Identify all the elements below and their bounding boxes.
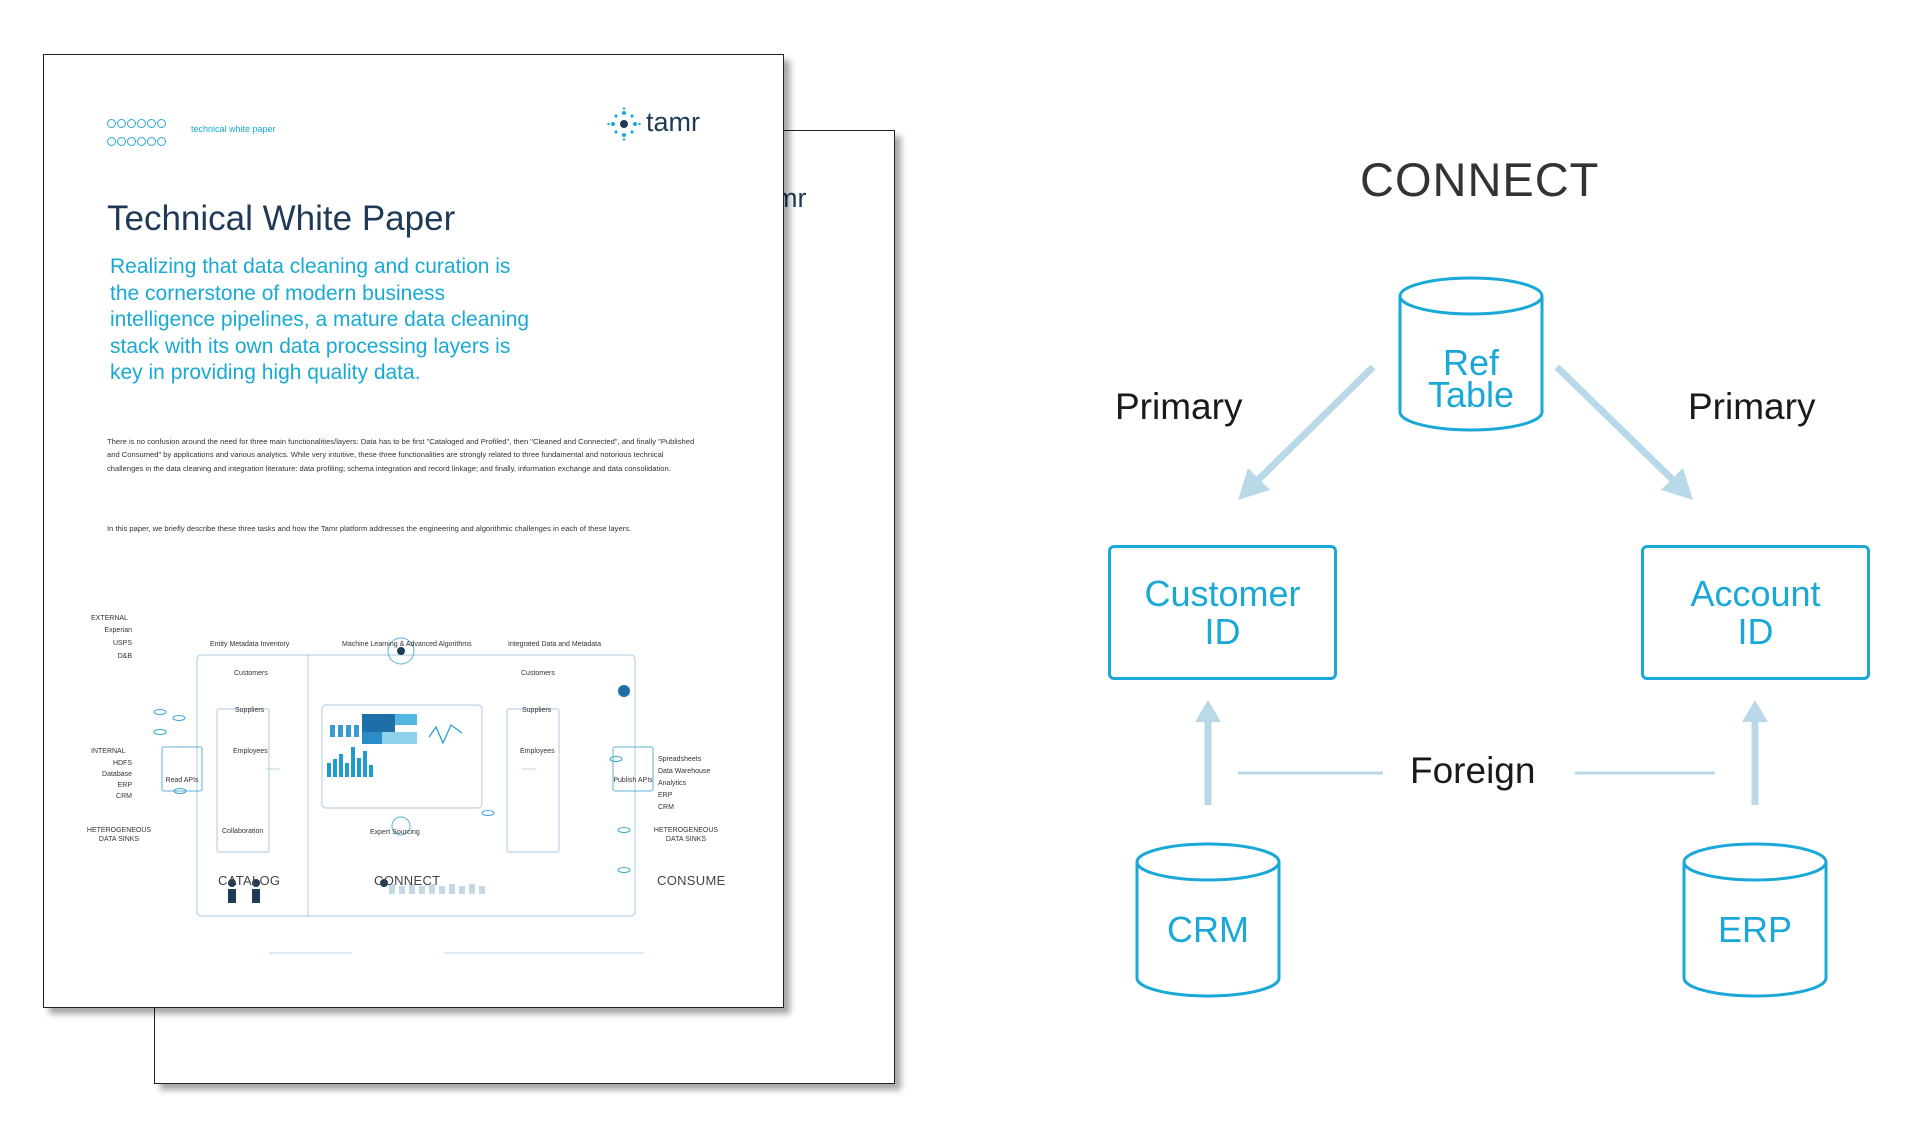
ref-table-line-2: Table: [1427, 374, 1515, 415]
external-source-item: D&B: [117, 653, 132, 660]
body-paragraph-2: In this paper, we briefly describe these…: [107, 524, 632, 533]
internal-source-item: ERP: [117, 782, 132, 789]
internal-source-item: CRM: [116, 793, 132, 800]
sink-item: ERP: [658, 792, 673, 799]
account-id-box: Account ID: [1641, 545, 1870, 680]
arrow-ref-to-account: [1554, 364, 1679, 486]
front-page: technical white paper tamr Technical Whi…: [43, 54, 784, 1008]
account-id-line-2: ID: [1737, 610, 1774, 652]
crm-label: CRM: [1167, 909, 1249, 950]
ref-table-label: Ref Table: [1400, 342, 1542, 415]
collaboration-label: Collaboration: [222, 828, 264, 835]
logo-rings: [107, 115, 191, 151]
ml-title: Machine Learning & Advanced Algorithms: [342, 641, 472, 648]
ref-table-line-1: Ref: [1442, 342, 1500, 383]
sink-item: Spreadsheets: [658, 756, 702, 763]
customer-id-line-2: ID: [1204, 610, 1241, 652]
erp-label: ERP: [1717, 909, 1793, 950]
entity-item: Employees: [233, 748, 268, 755]
external-source-item: USPS: [112, 640, 132, 647]
integrated-entity-item: Employees: [520, 748, 555, 755]
lead-paragraph: Realizing that data cleaning and curatio…: [110, 255, 530, 384]
external-source-item: Experian: [104, 627, 132, 634]
sink-item: Data Warehouse: [658, 768, 711, 775]
header-tag: technical white paper: [191, 124, 276, 134]
entity-item: Customers: [234, 670, 268, 677]
diagram-internal-heading: INTERNAL: [91, 748, 126, 755]
foreign-label: Foreign: [1410, 750, 1536, 791]
internal-source-item: HDFS: [112, 760, 132, 767]
diagram-hetero-right: HETEROGENEOUS DATA SINKS: [653, 827, 719, 843]
diagram-hetero-left: HETEROGENEOUS DATA SINKS: [86, 827, 152, 843]
integrated-title: Integrated Data and Metadata: [508, 641, 602, 648]
account-id-line-1: Account: [1690, 572, 1821, 614]
customer-id-box: Customer ID: [1108, 545, 1337, 680]
entity-item: Suppliers: [235, 707, 265, 714]
publish-apis-label: Publish APIs: [613, 777, 653, 784]
customer-id-line-1: Customer: [1144, 572, 1301, 614]
page-title: Technical White Paper: [107, 199, 456, 238]
integrated-entity-item: Customers: [521, 670, 555, 677]
primary-right-label: Primary: [1688, 386, 1816, 427]
flow-connect: CONNECT: [374, 873, 441, 888]
entity-inventory-title: Entity Metadata Inventory: [210, 641, 290, 648]
architecture-diagram: [153, 637, 654, 954]
erp-cylinder: [1682, 842, 1828, 998]
internal-source-item: Database: [102, 771, 132, 778]
sink-item: CRM: [658, 804, 674, 811]
expert-sourcing-label: Expert Sourcing: [370, 829, 420, 836]
diagram-external-heading: EXTERNAL: [91, 615, 128, 622]
flow-catalog: CATALOG: [218, 873, 281, 888]
sink-item: Analytics: [658, 780, 687, 787]
integrated-entity-item: Suppliers: [522, 707, 552, 714]
arrow-ref-to-customer: [1252, 364, 1376, 486]
primary-left-label: Primary: [1115, 386, 1243, 427]
tamr-logo-icon: [607, 107, 641, 141]
brand-name: tamr: [646, 107, 700, 137]
body-paragraph-1: There is no confusion around the need fo…: [107, 437, 695, 473]
crm-cylinder: [1135, 842, 1281, 998]
connect-title: CONNECT: [1360, 153, 1600, 206]
read-apis-label: Read APIs: [165, 777, 199, 784]
ref-table-cylinder: [1398, 276, 1544, 432]
flow-consume: CONSUME: [657, 873, 726, 888]
